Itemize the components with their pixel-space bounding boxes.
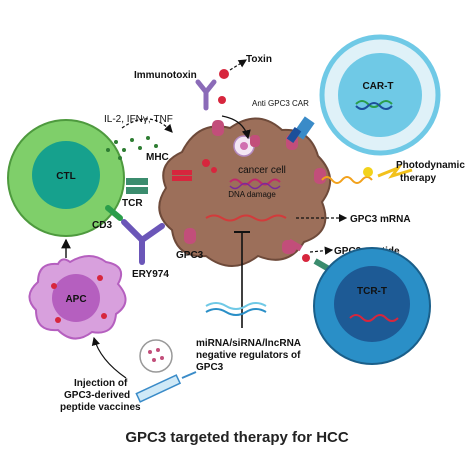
toxin-arrow	[229, 59, 248, 71]
apc-label: APC	[65, 294, 86, 305]
cancer-cell-label: cancer cell	[238, 165, 286, 176]
toxin-burst	[219, 69, 229, 79]
syringe-icon	[135, 371, 197, 403]
gpc3-mrna-label: GPC3 mRNA	[350, 214, 411, 225]
vaccine-label-3: peptide vaccines	[60, 402, 141, 413]
dna-damage-label: DNA damage	[228, 190, 276, 199]
immunotoxin-label: Immunotoxin	[134, 70, 197, 81]
vaccine-arrow	[91, 336, 127, 379]
photodynamic-label-1: Photodynamic	[396, 160, 465, 171]
anti-gpc3-car-label: Anti GPC3 CAR	[252, 99, 309, 108]
regulators-label-2: negative regulators of	[196, 350, 301, 361]
gpc3-label: GPC3	[176, 250, 204, 261]
tcr-receptor	[126, 178, 148, 194]
tcr-t-label: TCR-T	[357, 286, 387, 297]
tcr-label: TCR	[122, 198, 143, 209]
cancer-cell: cancer cell DNA damage	[158, 117, 331, 267]
ctl-label: CTL	[56, 171, 75, 182]
ery974-antibody	[105, 205, 165, 265]
vaccine-vial	[139, 339, 173, 373]
car-t-label: CAR-T	[362, 81, 393, 92]
immunotoxin-antibody	[195, 79, 226, 111]
diagram-title: GPC3 targeted therapy for HCC	[125, 429, 349, 446]
mirna-strand	[205, 302, 267, 310]
vaccine-label-1: Injection of	[74, 378, 128, 389]
cytokine-arrow	[121, 118, 173, 133]
car-t-cell: CAR-T	[319, 34, 441, 156]
regulators-label-3: GPC3	[196, 362, 224, 373]
regulators-label-1: miRNA/siRNA/lncRNA	[196, 338, 301, 349]
mhc-bar	[172, 170, 192, 175]
tcr-t-cell: TCR-T	[313, 247, 431, 365]
cytokine-dots	[106, 136, 158, 160]
light-wave	[321, 176, 373, 184]
immunotoxin-arrow	[221, 115, 251, 140]
cd3-label: CD3	[92, 220, 112, 231]
mhc-label: MHC	[146, 152, 169, 163]
ctl-cell: CTL	[7, 119, 125, 237]
car-receptor	[286, 116, 315, 144]
cytokines-label: IL-2, IFNγ, TNF	[104, 114, 173, 125]
toxin-label: Toxin	[246, 54, 272, 65]
peptide-mhc	[287, 238, 331, 272]
ery974-label: ERY974	[132, 269, 169, 280]
lightning-icon	[377, 164, 413, 179]
photodynamic-label-2: therapy	[400, 173, 437, 184]
vaccine-label-2: GPC3-derived	[64, 390, 130, 401]
apc-cell: APC	[28, 255, 127, 340]
